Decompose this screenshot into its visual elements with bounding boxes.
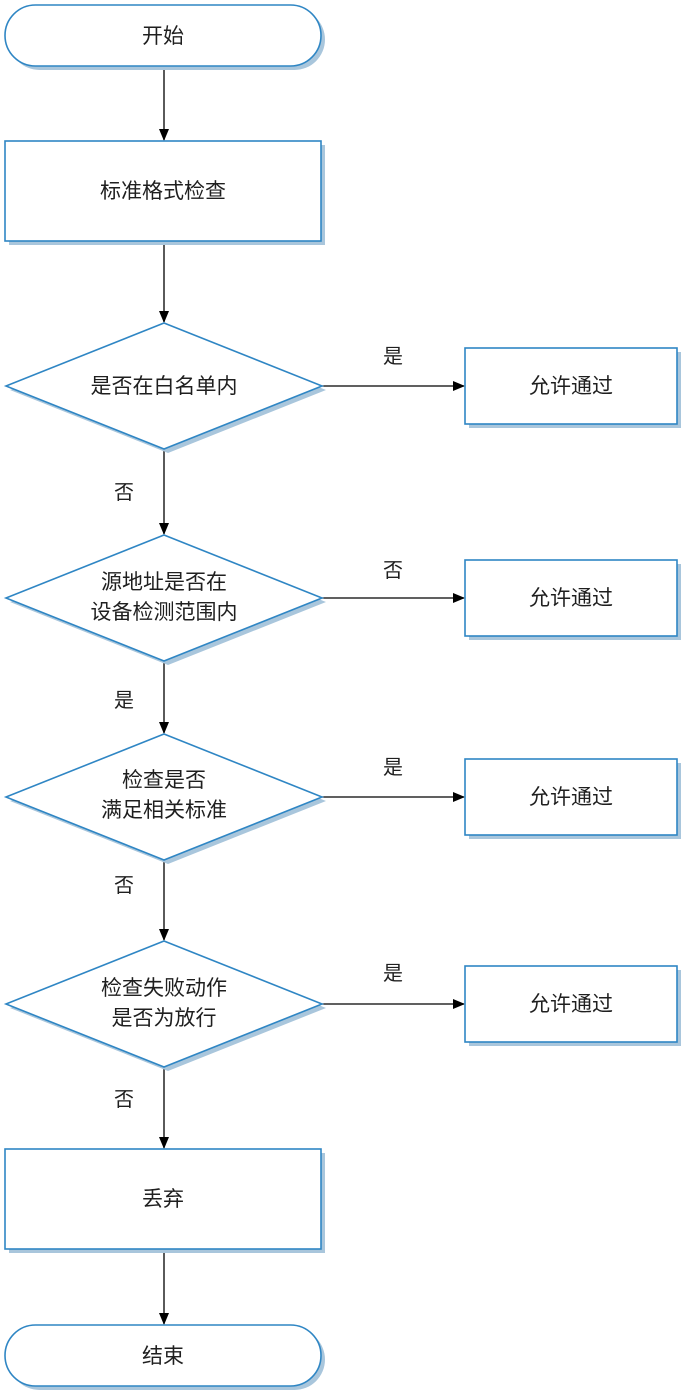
edge-label-range-yes: 是 [114,688,134,712]
edge-label-action-yes: 是 [383,961,403,985]
range-decision-line1: 源地址是否在 [101,570,227,594]
end-node: 结束 [4,1324,325,1390]
whitelist-decision: 是否在白名单内 [3,322,326,453]
allow-label-4: 允许通过 [529,992,613,1016]
start-node: 开始 [4,4,325,70]
standard-decision-line2: 满足相关标准 [101,798,227,822]
allow-label-2: 允许通过 [529,586,613,610]
end-label: 结束 [142,1344,184,1368]
format-check-label: 标准格式检查 [100,179,226,203]
start-label: 开始 [142,24,184,48]
range-decision: 源地址是否在 设备检测范围内 [3,534,326,665]
edge-label-action-no: 否 [114,1087,134,1111]
edge-label-whitelist-no: 否 [114,480,134,504]
whitelist-decision-label: 是否在白名单内 [91,374,238,398]
allow-node-1: 允许通过 [464,347,681,428]
edge-label-standard-no: 否 [114,873,134,897]
action-decision-line2: 是否为放行 [112,1006,217,1030]
connectors [159,67,465,1325]
allow-label-1: 允许通过 [529,374,613,398]
edge-label-whitelist-yes: 是 [383,344,403,368]
range-decision-line2: 设备检测范围内 [91,600,238,624]
edge-label-range-no: 否 [383,558,403,582]
allow-node-2: 允许通过 [464,559,681,640]
allow-node-3: 允许通过 [464,758,681,839]
drop-node: 丢弃 [4,1148,325,1253]
drop-label: 丢弃 [142,1187,184,1211]
allow-node-4: 允许通过 [464,965,681,1046]
edge-label-standard-yes: 是 [383,755,403,779]
action-decision: 检查失败动作 是否为放行 [3,940,326,1071]
format-check-node: 标准格式检查 [4,140,325,245]
standard-decision-line1: 检查是否 [122,768,206,792]
action-decision-line1: 检查失败动作 [101,976,227,1000]
standard-decision: 检查是否 满足相关标准 [3,733,326,864]
allow-label-3: 允许通过 [529,785,613,809]
